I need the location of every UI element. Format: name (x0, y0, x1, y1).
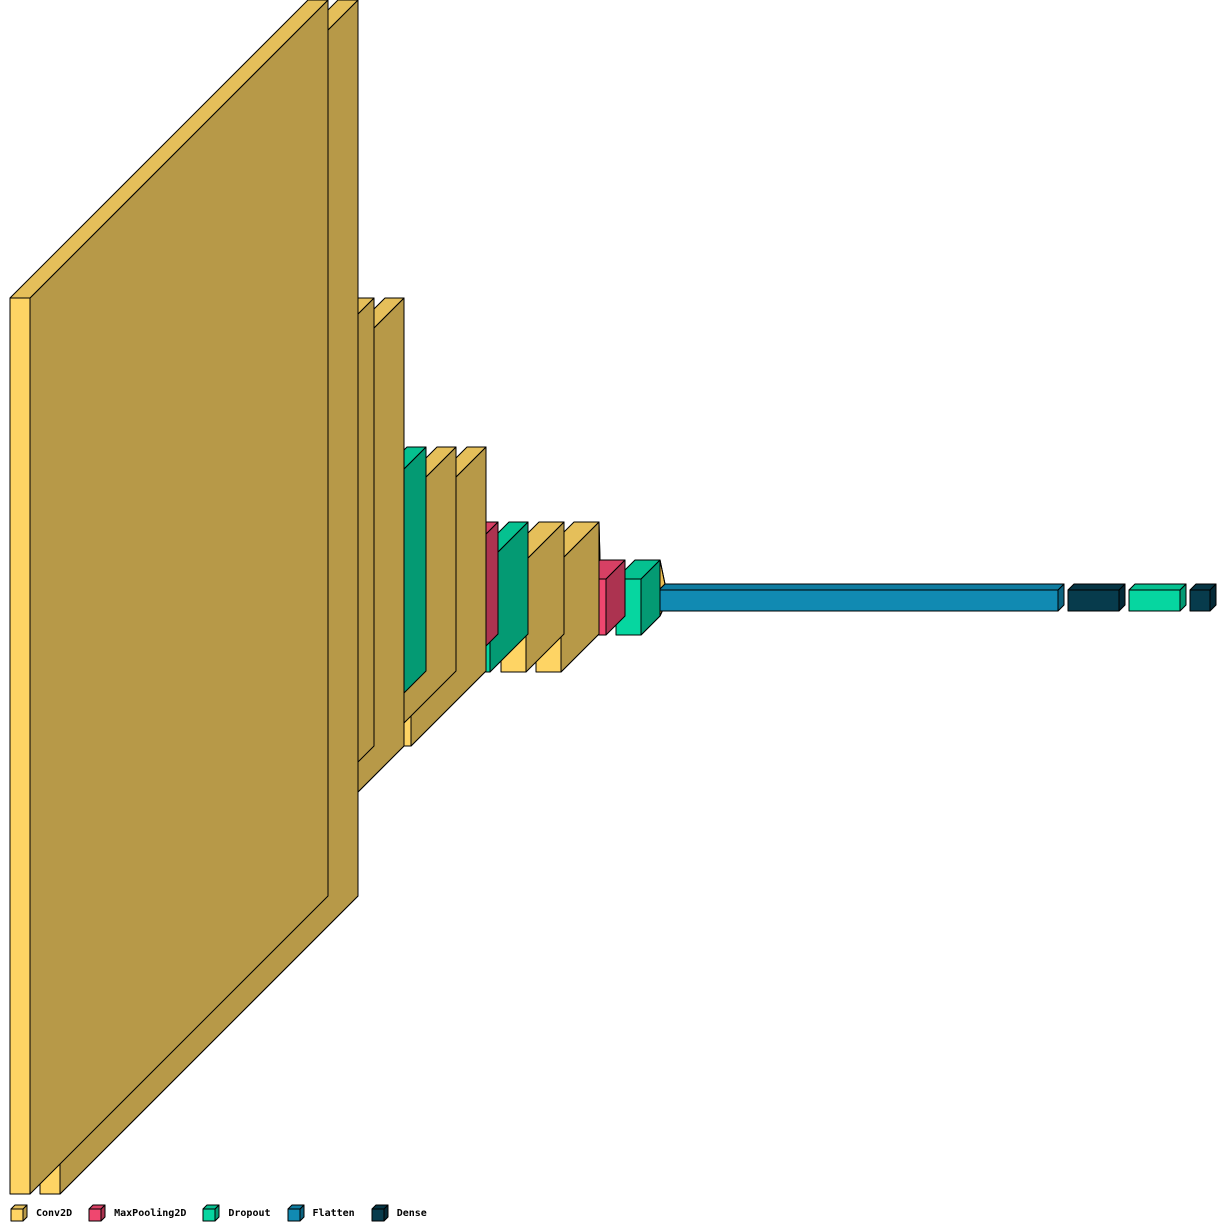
legend-label-maxpooling2d: MaxPooling2D (114, 1207, 187, 1219)
legend-item-conv2d: Conv2D (10, 1204, 72, 1222)
cube-front-face (1128, 589, 1181, 612)
cube-front-face (9, 297, 31, 1195)
cube-side-face (29, 0, 329, 1195)
cube-front-face (88, 1208, 102, 1222)
layer-dense-19 (1189, 583, 1217, 612)
legend-item-flatten: Flatten (287, 1204, 355, 1222)
legend-item-maxpooling2d: MaxPooling2D (88, 1204, 186, 1222)
legend: Conv2D MaxPooling2D Dropout Flatten Dens… (10, 1203, 443, 1223)
cube-top-face (1128, 583, 1187, 591)
conv2d-cube-icon (10, 1204, 28, 1222)
dense-cube-icon (371, 1204, 389, 1222)
cube-front-face (10, 1208, 24, 1222)
legend-cube (202, 1204, 220, 1222)
legend-label-conv2d: Conv2D (36, 1207, 73, 1219)
legend-label-flatten: Flatten (312, 1207, 355, 1219)
cube-front-face (1189, 589, 1211, 612)
legend-label-dropout: Dropout (228, 1207, 271, 1219)
layer-flatten-16 (658, 583, 1065, 612)
layer-conv2d-0 (9, 0, 329, 1195)
cube-front-face (202, 1208, 216, 1222)
legend-item-dense: Dense (371, 1204, 427, 1222)
legend-label-dense: Dense (396, 1207, 427, 1219)
legend-item-dropout: Dropout (202, 1204, 271, 1222)
cube-front-face (371, 1208, 385, 1222)
cube-top-face (1067, 583, 1126, 591)
cube-front-face (658, 589, 1059, 612)
cube-front-face (287, 1208, 301, 1222)
maxpooling2d-cube-icon (88, 1204, 106, 1222)
funnel-edge (659, 559, 666, 585)
legend-cube (287, 1204, 305, 1222)
flatten-cube-icon (287, 1204, 305, 1222)
layer-dropout-18 (1128, 583, 1187, 612)
dropout-cube-icon (202, 1204, 220, 1222)
cube-top-face (658, 583, 1065, 591)
cube-front-face (1067, 589, 1120, 612)
layer-dense-17 (1067, 583, 1126, 612)
legend-cube (10, 1204, 28, 1222)
legend-cube (88, 1204, 106, 1222)
legend-cube (371, 1204, 389, 1222)
